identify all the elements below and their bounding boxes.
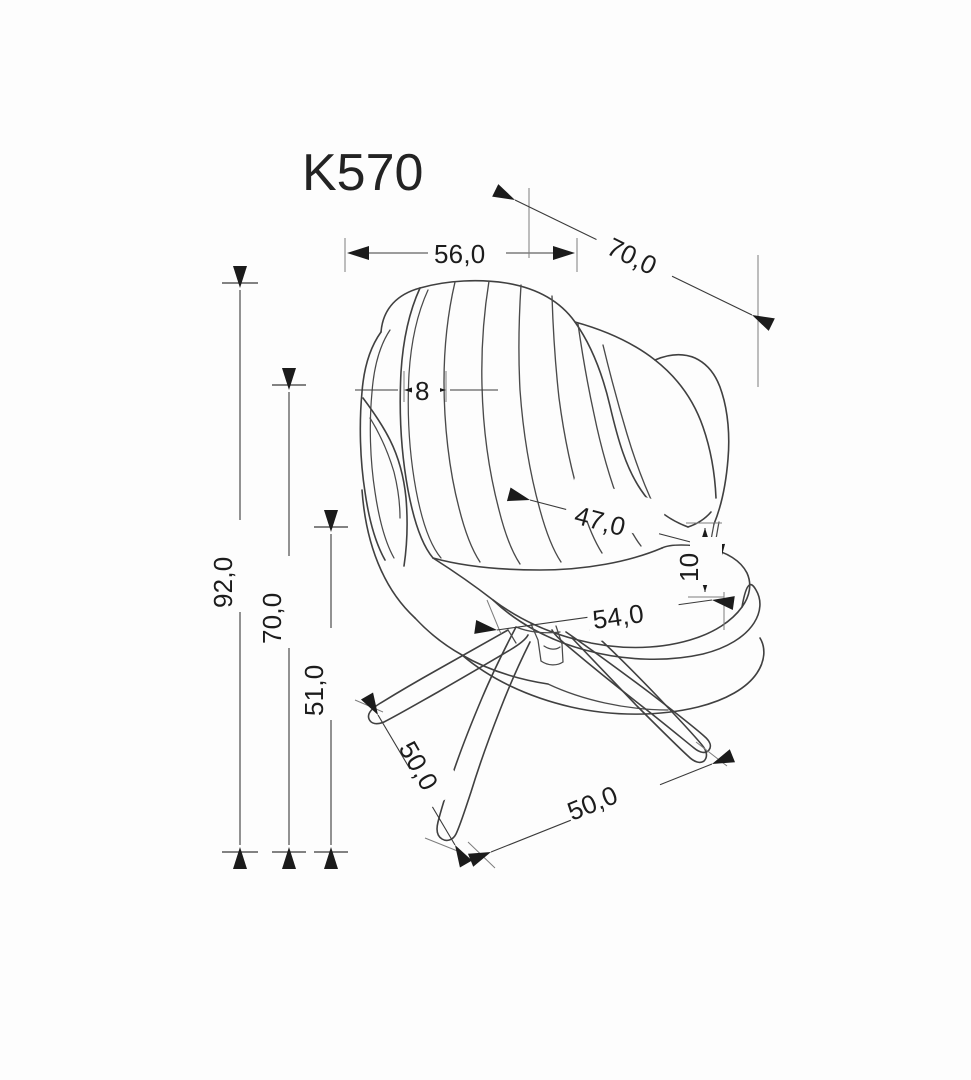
page-title: K570 — [302, 144, 423, 202]
left-armrest-front-face — [361, 489, 416, 619]
dimension-label-8: 8 — [415, 376, 430, 406]
backrest-channel-3 — [518, 284, 562, 563]
leg-rear-left — [367, 629, 529, 725]
leg-front-left — [436, 626, 531, 842]
swivel-hub-left — [530, 623, 542, 662]
dimension-seat-width-54: 54,0 — [474, 592, 735, 643]
dimension-leg-span-50-left: 50,0 — [354, 692, 473, 868]
leg-hub-connector-a — [515, 626, 561, 634]
leg-front-right — [571, 629, 708, 764]
backrest-left-inner-panel — [369, 329, 395, 559]
backrest-channel-4 — [551, 295, 603, 554]
leg-hub-connector-b — [507, 629, 517, 644]
dimension-label-70-height: 70,0 — [257, 593, 287, 644]
backrest-left-seam — [399, 287, 434, 559]
leg-rear-right — [551, 629, 712, 754]
left-armrest-outer — [362, 397, 408, 567]
right-armrest-inner — [687, 511, 712, 528]
seat-cushion-front-band — [492, 583, 761, 661]
swivel-hub-column — [543, 645, 561, 650]
dimension-label-56: 56,0 — [434, 239, 485, 269]
left-armrest-crease — [369, 417, 401, 519]
swivel-hub-cap — [540, 660, 564, 666]
dimension-label-92: 92,0 — [208, 557, 238, 608]
dimension-height-92: 92,0 — [208, 266, 258, 869]
backrest-right-edge — [574, 321, 717, 499]
swivel-hub-right — [555, 625, 564, 663]
backrest-seat-junction — [432, 547, 663, 571]
dimension-label-54: 54,0 — [591, 598, 646, 635]
dimension-width-56: 56,0 — [344, 234, 578, 272]
backrest-left-outer-panel — [359, 331, 386, 561]
dimension-height-51: 51,0 — [299, 510, 349, 869]
dimension-seat-depth-47: 47,0 — [506, 478, 726, 558]
backrest-channel-2 — [481, 280, 521, 565]
backrest-channel-1 — [443, 281, 481, 563]
backrest-left-seam-inner — [407, 289, 442, 559]
backrest-channel-6 — [602, 344, 658, 513]
dimension-height-70: 70,0 — [257, 368, 307, 869]
dimension-depth-70-diagonal: 70,0 — [492, 184, 775, 387]
dimension-cushion-10: 10 — [674, 522, 724, 598]
dimension-label-10: 10 — [674, 553, 704, 582]
seat-underside — [547, 683, 669, 711]
dimension-label-51: 51,0 — [299, 665, 329, 716]
dimension-thickness-8: 8 — [355, 371, 498, 406]
right-armrest-top — [654, 354, 730, 525]
